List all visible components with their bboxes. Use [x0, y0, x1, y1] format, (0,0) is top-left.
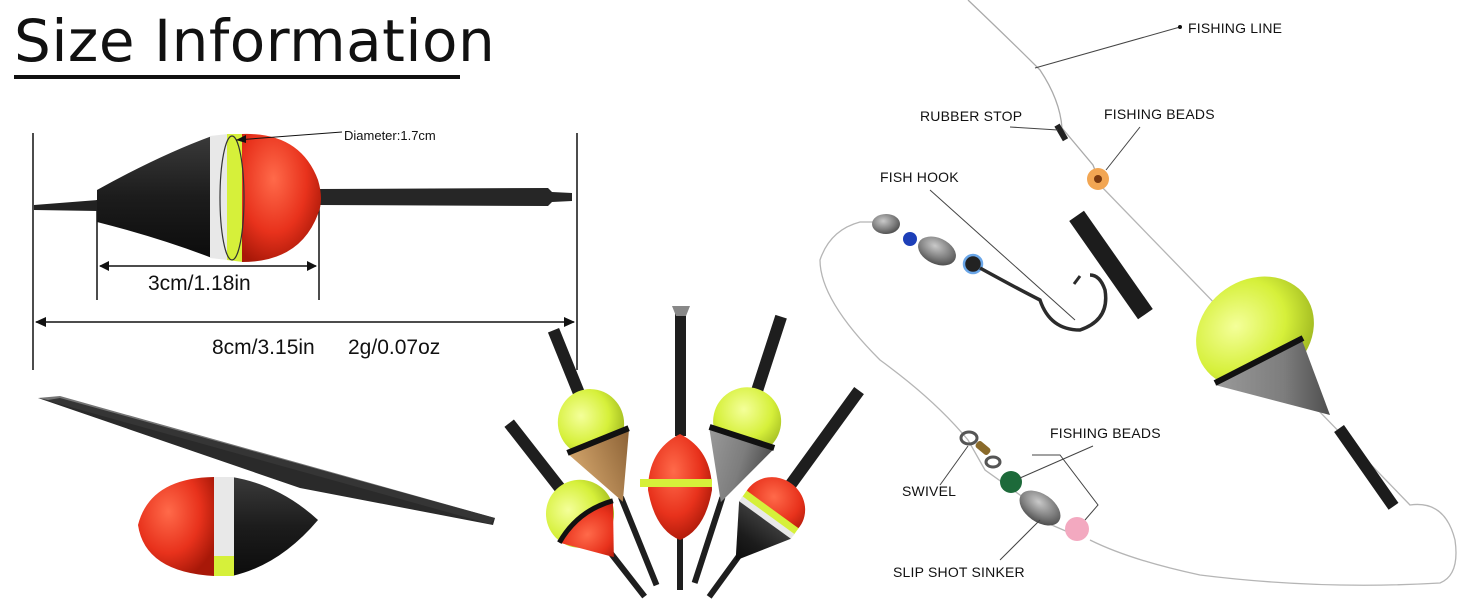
weight-label: 2g/0.07oz	[348, 336, 441, 359]
label-rubber-stop: RUBBER STOP	[920, 108, 1023, 124]
float-red-dome	[242, 133, 321, 262]
fishing-line	[967, 0, 1099, 179]
lying-float	[38, 396, 495, 576]
callout-sinker	[999, 519, 1041, 561]
total-length-label: 8cm/3.15in	[212, 336, 315, 359]
callout-swivel	[939, 445, 969, 486]
diameter-leader-line	[235, 131, 343, 141]
fishing-bead-pink	[1065, 517, 1089, 541]
callout-bracket	[1032, 454, 1099, 521]
diameter-ring	[219, 135, 245, 261]
label-fishing-beads-top: FISHING BEADS	[1104, 106, 1215, 122]
float-top-stem	[318, 188, 572, 206]
title-underline	[14, 75, 460, 79]
fan-float-3	[640, 306, 712, 590]
fishing-line-lower	[1089, 184, 1457, 586]
bullet-icon	[1178, 25, 1182, 29]
hook-sinker-small	[872, 214, 900, 234]
lying-float-white-band	[214, 477, 234, 576]
rig-diagram	[819, 0, 1457, 586]
callout-fishing-line	[1034, 26, 1181, 69]
fan-float-2	[547, 327, 660, 587]
label-slip-shot-sinker: SLIP SHOT SINKER	[893, 564, 1025, 580]
bead-hole	[1094, 175, 1102, 183]
fan-float-5	[706, 387, 864, 599]
arrow-right-icon	[307, 261, 317, 271]
rubber-stop	[1054, 123, 1069, 142]
fishing-bead-green	[1000, 471, 1022, 493]
lying-float-yellow-accent	[214, 556, 234, 576]
callout-fish-hook	[929, 189, 1076, 321]
swivel	[959, 430, 1002, 469]
big-rig-float	[1069, 210, 1399, 510]
arrow-left-icon	[35, 317, 46, 327]
arrow-left-icon	[99, 261, 109, 271]
float-white-band	[210, 134, 228, 260]
fish-hook	[979, 266, 1108, 332]
diameter-arrow-icon	[236, 135, 246, 143]
callout-beads-top	[1105, 126, 1141, 171]
slip-shot-sinker	[1019, 490, 1061, 526]
leader-line	[819, 221, 1076, 536]
hook-barb	[1072, 275, 1082, 285]
label-fishing-beads-bottom: FISHING BEADS	[1050, 425, 1161, 441]
arrow-right-icon	[564, 317, 575, 327]
fan-float-1	[504, 419, 647, 599]
lying-float-black-cone	[232, 477, 318, 576]
callout-beads-bottom	[1019, 445, 1094, 479]
float-black-cone	[97, 136, 212, 258]
hook-sinker-large	[918, 236, 956, 266]
float-yellow-band	[227, 134, 243, 262]
page-title: Size Information	[14, 7, 496, 75]
fan-float-4	[691, 314, 787, 584]
diameter-label: Diameter:1.7cm	[344, 128, 436, 143]
hook-bead-blue	[903, 232, 917, 246]
main-float-diagram	[32, 131, 578, 370]
label-swivel: SWIVEL	[902, 483, 957, 499]
label-fishing-line: FISHING LINE	[1188, 20, 1283, 36]
hook-bead-black	[962, 253, 984, 275]
float-bottom-stem	[34, 200, 98, 211]
callout-rubber-stop	[1009, 126, 1059, 131]
label-fish-hook: FISH HOOK	[880, 169, 959, 185]
body-length-label: 3cm/1.18in	[148, 272, 251, 295]
lying-float-red-dome	[138, 477, 214, 576]
lying-float-stem-highlight	[38, 396, 495, 524]
float-fan-group	[504, 306, 864, 599]
